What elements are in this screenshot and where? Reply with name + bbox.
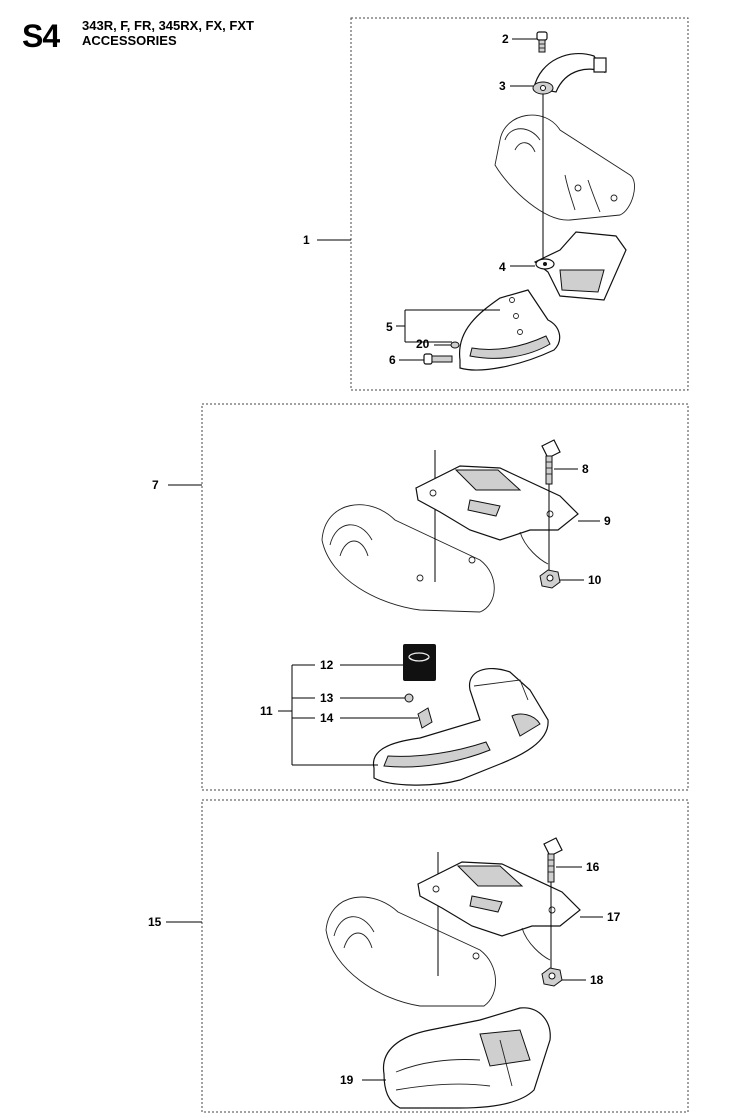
callout-11[interactable]: 11 — [260, 704, 273, 718]
callout-1[interactable]: 1 — [303, 233, 310, 247]
callout-12[interactable]: 12 — [320, 658, 334, 672]
bracket-part-4[interactable] — [533, 231, 627, 301]
guard-part-11[interactable] — [372, 668, 549, 786]
section-title: ACCESSORIES — [82, 33, 177, 48]
callout-9[interactable]: 9 — [604, 514, 611, 528]
callout-3[interactable]: 3 — [499, 79, 506, 93]
washer-part-20[interactable] — [450, 341, 460, 349]
guard-part-5[interactable] — [459, 289, 561, 371]
nut-part-10[interactable] — [539, 569, 561, 589]
screw-part-13[interactable] — [404, 693, 414, 703]
group-box-15 — [201, 799, 689, 1113]
callout-17[interactable]: 17 — [607, 910, 621, 924]
callout-7[interactable]: 7 — [152, 478, 159, 492]
callout-14[interactable]: 14 — [320, 711, 334, 725]
page-code: S4 — [22, 18, 60, 54]
callout-2[interactable]: 2 — [502, 32, 509, 46]
clip-part-14[interactable] — [417, 707, 433, 729]
clamp-part-3[interactable] — [532, 52, 607, 95]
screw-part-2[interactable] — [536, 31, 548, 53]
callout-8[interactable]: 8 — [582, 462, 589, 476]
plate-part-9[interactable] — [415, 465, 579, 565]
callout-4[interactable]: 4 — [499, 260, 506, 274]
model-list: 343R, F, FR, 345RX, FX, FXT — [82, 18, 254, 33]
bolt-part-8[interactable] — [541, 439, 561, 485]
callout-6[interactable]: 6 — [389, 353, 396, 367]
bolt-part-6[interactable] — [423, 353, 453, 365]
callout-5[interactable]: 5 — [386, 320, 393, 334]
callout-13[interactable]: 13 — [320, 691, 334, 705]
group-box-1 — [350, 17, 689, 391]
bolt-part-16[interactable] — [543, 837, 563, 883]
callout-18[interactable]: 18 — [590, 973, 604, 987]
trimmer-head-housing — [494, 114, 635, 221]
callout-15[interactable]: 15 — [148, 915, 162, 929]
decal-part-12[interactable] — [403, 644, 436, 681]
guard-part-19[interactable] — [382, 1007, 551, 1109]
gear-housing-7 — [321, 504, 495, 613]
callout-19[interactable]: 19 — [340, 1073, 354, 1087]
callout-16[interactable]: 16 — [586, 860, 600, 874]
callout-10[interactable]: 10 — [588, 573, 602, 587]
callout-20[interactable]: 20 — [416, 337, 430, 351]
plate-part-17[interactable] — [417, 861, 581, 961]
gear-housing-15 — [325, 896, 496, 1007]
nut-part-18[interactable] — [541, 967, 563, 987]
